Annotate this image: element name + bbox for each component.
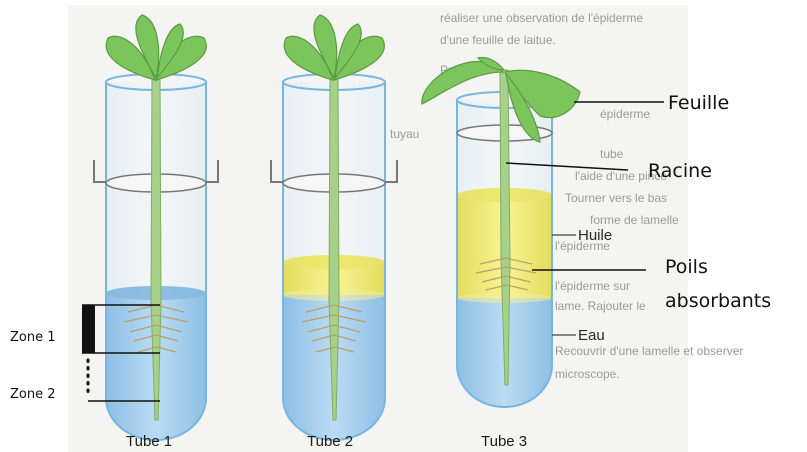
bg-line: d'une feuille de laitue. <box>440 33 556 47</box>
poils-label-line2: absorbants <box>665 290 771 312</box>
bg-line: tube <box>600 147 624 161</box>
zone-1-label: Zone 1 <box>10 330 56 345</box>
eau-label: Eau <box>578 327 605 344</box>
bg-line: microscope. <box>555 367 620 381</box>
zone-1-bar <box>82 305 95 353</box>
tube-3-label: Tube 3 <box>481 433 527 450</box>
feuille-label: Feuille <box>668 92 729 114</box>
bg-line: lame. Rajouter le <box>555 299 646 313</box>
racine-label: Racine <box>648 160 712 182</box>
bg-line: l'épiderme sur <box>555 279 630 293</box>
zone-2-label: Zone 2 <box>10 387 56 402</box>
tube-1-label: Tube 1 <box>126 433 172 450</box>
bg-line: épiderme <box>600 107 650 121</box>
bg-line: tuyau <box>390 127 419 141</box>
bg-line: réaliser une observation de l'épiderme <box>440 11 643 25</box>
poils-label-line1: Poils <box>665 256 708 278</box>
tube-2-label: Tube 2 <box>307 433 353 450</box>
huile-label: Huile <box>578 227 612 244</box>
bg-line: Tourner vers le bas <box>565 191 667 205</box>
bg-line: Recouvrir d'une lamelle et observer <box>555 344 743 358</box>
bg-line: forme de lamelle <box>590 213 679 227</box>
tube-2 <box>271 15 397 440</box>
tube-1 <box>94 15 218 440</box>
